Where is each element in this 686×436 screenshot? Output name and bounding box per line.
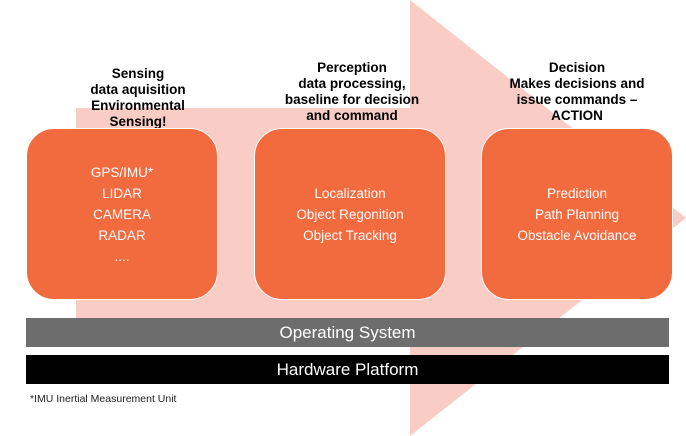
sensing-item-lidar: LIDAR <box>102 185 142 201</box>
decision-box: Prediction Path Planning Obstacle Avoida… <box>481 128 673 300</box>
perception-items: Localization Object Regonition Object Tr… <box>296 183 403 246</box>
decision-item-path-planning: Path Planning <box>534 206 620 222</box>
perception-item-object-tracking: Object Tracking <box>303 227 397 243</box>
decision-item-obstacle-avoidance: Obstacle Avoidance <box>517 227 637 243</box>
perception-heading: Perception data processing, baseline for… <box>284 60 420 123</box>
sensing-box: GPS/IMU* LIDAR CAMERA RADAR .... <box>26 128 218 300</box>
perception-box: Localization Object Regonition Object Tr… <box>254 128 446 300</box>
decision-item-prediction: Prediction <box>546 185 608 201</box>
sensing-item-more: .... <box>114 248 130 264</box>
sensing-items: GPS/IMU* LIDAR CAMERA RADAR .... <box>91 162 153 267</box>
hardware-platform-label: Hardware Platform <box>276 359 419 379</box>
decision-items: Prediction Path Planning Obstacle Avoida… <box>517 183 636 246</box>
perception-item-localization: Localization <box>314 185 386 201</box>
decision-heading: Decision Makes decisions and issue comma… <box>509 60 645 123</box>
sensing-item-gps-imu: GPS/IMU* <box>90 164 154 180</box>
hardware-platform-bar: Hardware Platform <box>26 355 669 384</box>
operating-system-label: Operating System <box>279 322 416 342</box>
sensing-item-radar: RADAR <box>98 227 146 243</box>
operating-system-bar: Operating System <box>26 318 669 347</box>
perception-item-object-recognition: Object Regonition <box>296 206 404 222</box>
sensing-heading: Sensing data aquisition Environmental Se… <box>90 66 186 129</box>
sensing-item-camera: CAMERA <box>93 206 151 222</box>
footnote: *IMU Inertial Measurement Unit <box>30 393 177 405</box>
